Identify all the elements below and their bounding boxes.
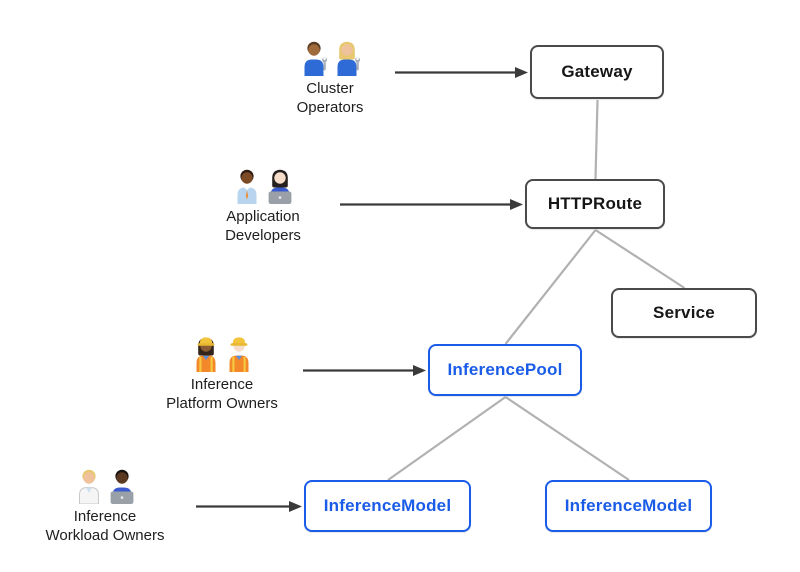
- actor-application-developers: Application Developers: [178, 166, 348, 245]
- person-icon: [78, 469, 99, 504]
- node-service: Service: [611, 288, 757, 338]
- construction-workers-pair-icon: [137, 334, 307, 372]
- actor-inference-platform-owners-label: Inference Platform Owners: [137, 375, 307, 413]
- arrowhead-icon: [289, 501, 302, 512]
- person-icon: [337, 41, 360, 76]
- node-gateway: Gateway: [530, 45, 664, 99]
- actor-label-line: Operators: [296, 99, 364, 116]
- diagram-edge: [504, 396, 630, 481]
- actor-inference-workload-owners-label: Inference Workload Owners: [20, 507, 190, 545]
- diagram-edge: [387, 396, 507, 481]
- actor-inference-workload-owners: Inference Workload Owners: [20, 466, 190, 545]
- mechanics-pair-icon: [245, 38, 415, 76]
- person-icon: [229, 337, 248, 372]
- actor-label-line: Cluster: [306, 80, 354, 97]
- diagram-edge: [504, 229, 597, 345]
- diagram-edge: [594, 99, 599, 180]
- office-worker-and-technologist-icon: [178, 166, 348, 204]
- person-icon: [110, 469, 133, 504]
- node-httproute: HTTPRoute: [525, 179, 665, 229]
- actor-inference-platform-owners: Inference Platform Owners: [137, 334, 307, 413]
- node-inferencepool: InferencePool: [428, 344, 582, 396]
- arrowhead-icon: [510, 199, 523, 210]
- person-icon: [304, 41, 327, 76]
- actor-cluster-operators: Cluster Operators: [245, 38, 415, 117]
- health-worker-and-technologist-icon: [20, 466, 190, 504]
- arrowhead-icon: [515, 67, 528, 78]
- diagram-edge: [594, 229, 686, 289]
- arrowhead-icon: [413, 365, 426, 376]
- actor-label-line: Developers: [225, 227, 301, 244]
- actor-label-line: Inference: [73, 508, 137, 525]
- person-icon: [268, 169, 291, 204]
- node-inferencemodel-right: InferenceModel: [545, 480, 712, 532]
- actor-application-developers-label: Application Developers: [178, 207, 348, 245]
- actor-cluster-operators-label: Cluster Operators: [245, 79, 415, 117]
- person-icon: [196, 337, 215, 372]
- person-icon: [237, 169, 256, 204]
- actor-label-line: Platform Owners: [166, 395, 278, 412]
- node-inferencemodel-left: InferenceModel: [304, 480, 471, 532]
- actor-label-line: Inference: [190, 376, 254, 393]
- actor-label-line: Application: [226, 208, 300, 225]
- actor-label-line: Workload Owners: [45, 527, 165, 544]
